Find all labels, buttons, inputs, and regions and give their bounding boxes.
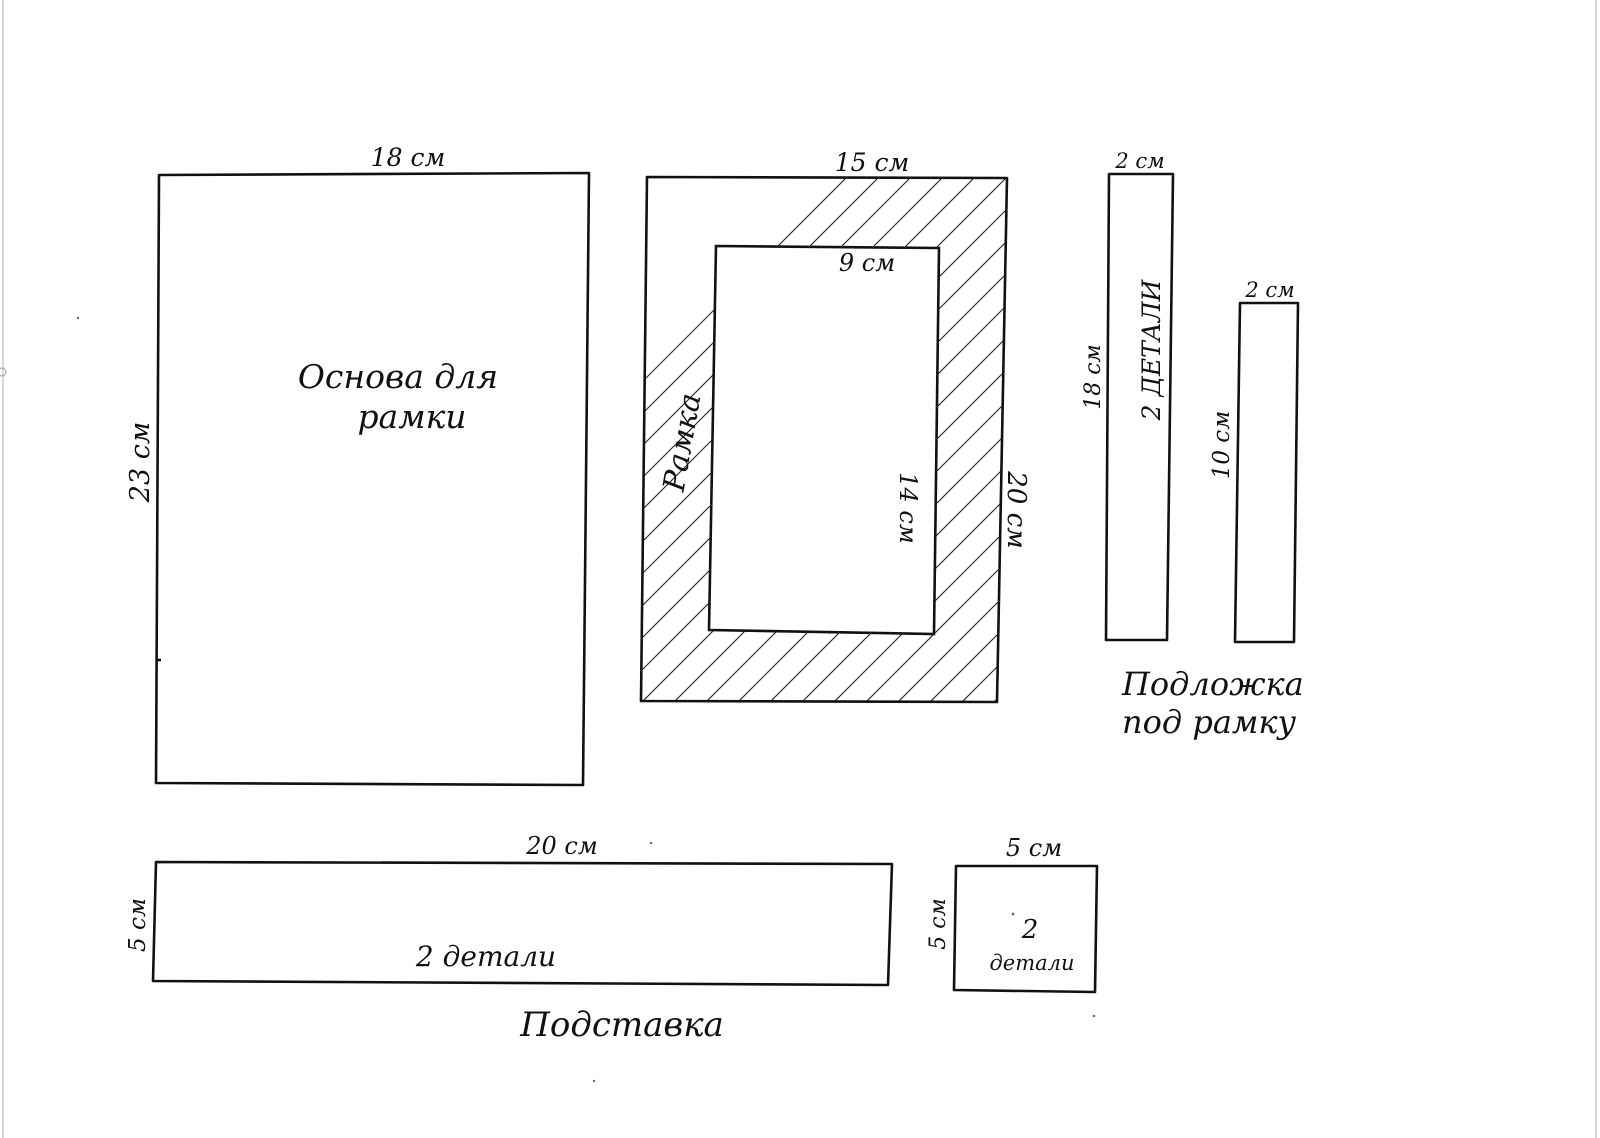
hatch-line bbox=[1072, 160, 1600, 720]
backing-long-outline bbox=[1104, 172, 1175, 642]
base-piece: 18 см 23 см Основа для рамки bbox=[125, 143, 591, 787]
backing-short-outline bbox=[1233, 301, 1300, 644]
base-width-label: 18 см bbox=[371, 143, 446, 172]
hatch-line bbox=[1136, 160, 1600, 720]
backing-caption-line2: под рамку bbox=[1122, 703, 1297, 741]
frame-window bbox=[707, 244, 941, 636]
stand-square-count-word: детали bbox=[989, 951, 1074, 975]
base-height-label: 23 см bbox=[125, 422, 156, 503]
base-outline bbox=[154, 171, 591, 787]
paper-speck bbox=[1092, 1014, 1096, 1018]
hatch-line bbox=[847, 177, 1007, 702]
frame-piece: 15 см 9 см 20 см 14 см Рамка bbox=[639, 148, 1600, 720]
hatch-line bbox=[975, 177, 1007, 702]
hatch-line bbox=[1264, 160, 1600, 720]
frame-outline bbox=[639, 175, 1009, 704]
paper-speck bbox=[1011, 912, 1015, 916]
frame-hatching bbox=[641, 160, 1600, 720]
stand-caption: Подставка bbox=[519, 1005, 724, 1045]
backing-long-piece: 2 см 18 см 2 ДЕТАЛИ bbox=[1081, 149, 1175, 642]
hatch-line bbox=[911, 177, 1007, 702]
hatch-line bbox=[1008, 160, 1568, 720]
frame-height-label: 20 см bbox=[1001, 470, 1031, 548]
hatch-line bbox=[1296, 160, 1600, 720]
punch-hole-mark bbox=[0, 367, 7, 377]
base-caption-line2: рамки bbox=[357, 397, 466, 436]
hatch-line bbox=[1200, 160, 1600, 720]
stand-long-piece: 20 см 5 см 2 детали bbox=[125, 832, 894, 987]
stand-square-width-label: 5 см bbox=[1006, 834, 1062, 862]
paper-speck bbox=[592, 1079, 596, 1083]
frame-width-label: 15 см bbox=[835, 148, 910, 177]
hatch-line bbox=[1104, 160, 1600, 720]
stand-long-height-label: 5 см bbox=[125, 898, 151, 952]
base-caption-line1: Основа для bbox=[298, 357, 498, 396]
backing-short-height-label: 10 см bbox=[1209, 411, 1235, 480]
frame-caption: Рамка bbox=[657, 391, 709, 495]
paper-speck bbox=[649, 841, 653, 845]
backing-short-width-label: 2 см bbox=[1244, 278, 1294, 302]
stand-long-outline bbox=[151, 860, 894, 987]
stand-long-count-label: 2 детали bbox=[415, 940, 556, 973]
backing-long-width-label: 2 см bbox=[1114, 149, 1164, 173]
paper-speck bbox=[76, 316, 80, 320]
hatch-line bbox=[879, 177, 1007, 702]
stand-square-outline bbox=[952, 864, 1099, 994]
backing-short-piece: 2 см 10 см bbox=[1209, 278, 1300, 644]
frame-window-height-label: 14 см bbox=[894, 472, 922, 544]
hatch-line bbox=[1040, 160, 1600, 720]
hatch-line bbox=[1232, 160, 1600, 720]
stand-square-piece: 5 см 5 см 2 детали bbox=[926, 834, 1099, 994]
stand-square-count-number: 2 bbox=[1021, 915, 1039, 945]
backing-caption-line1: Подложка bbox=[1121, 665, 1304, 703]
frame-window-width-label: 9 см bbox=[839, 249, 895, 277]
stand-square-height-label: 5 см bbox=[926, 898, 951, 950]
backing-long-height-label: 18 см bbox=[1081, 344, 1106, 410]
backing-long-count-label: 2 ДЕТАЛИ bbox=[1137, 278, 1166, 421]
stand-long-width-label: 20 см bbox=[525, 832, 598, 860]
